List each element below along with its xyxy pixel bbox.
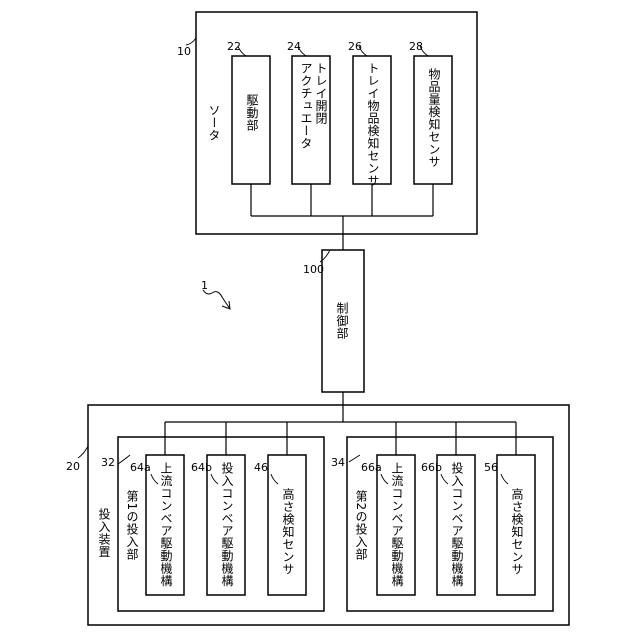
section-2-label: 第2の投入部 xyxy=(353,490,370,561)
unit-ref-66a: 66a xyxy=(361,461,382,474)
unit-label-upstream-conveyor-1: 上流コンベア駆動機構 xyxy=(158,462,175,587)
loading-device-ref: 20 xyxy=(66,460,80,473)
sorter-label: ソータ xyxy=(206,104,223,142)
controller-label: 制御部 xyxy=(334,302,351,340)
unit-label-tray-actuator-line1: トレイ開閉 xyxy=(313,62,330,125)
unit-label-loading-conveyor-1: 投入コンベア駆動機構 xyxy=(219,462,236,587)
system-arrow xyxy=(203,290,230,309)
section-1-label: 第1の投入部 xyxy=(124,490,141,561)
unit-label-drive: 駆動部 xyxy=(244,94,261,132)
sorter-ref: 10 xyxy=(177,45,191,58)
leader-lines xyxy=(78,38,508,484)
unit-label-tray-item-sensor: トレイ物品検知センサ xyxy=(365,62,382,187)
unit-ref-26: 26 xyxy=(348,40,362,53)
system-ref: 1 xyxy=(201,279,208,292)
unit-ref-24: 24 xyxy=(287,40,301,53)
unit-label-item-amount-sensor: 物品量検知センサ xyxy=(426,68,443,168)
unit-label-tray-actuator-line2: アクチュエータ xyxy=(298,62,315,150)
unit-ref-28: 28 xyxy=(409,40,423,53)
unit-ref-64a: 64a xyxy=(130,461,151,474)
unit-ref-64b: 64b xyxy=(191,461,212,474)
unit-label-height-sensor-2: 高さ検知センサ xyxy=(509,488,526,576)
unit-label-upstream-conveyor-2: 上流コンベア駆動機構 xyxy=(389,462,406,587)
unit-ref-66b: 66b xyxy=(421,461,442,474)
controller-ref: 100 xyxy=(303,263,324,276)
sorter-bus xyxy=(251,184,433,250)
loading-bus xyxy=(165,422,516,455)
section-1-ref: 32 xyxy=(101,456,115,469)
unit-label-height-sensor-1: 高さ検知センサ xyxy=(280,488,297,576)
unit-label-loading-conveyor-2: 投入コンベア駆動機構 xyxy=(449,462,466,587)
unit-ref-22: 22 xyxy=(227,40,241,53)
loading-device-label: 投入装置 xyxy=(96,508,113,558)
unit-ref-56: 56 xyxy=(484,461,498,474)
unit-ref-46: 46 xyxy=(254,461,268,474)
section-2-ref: 34 xyxy=(331,456,345,469)
